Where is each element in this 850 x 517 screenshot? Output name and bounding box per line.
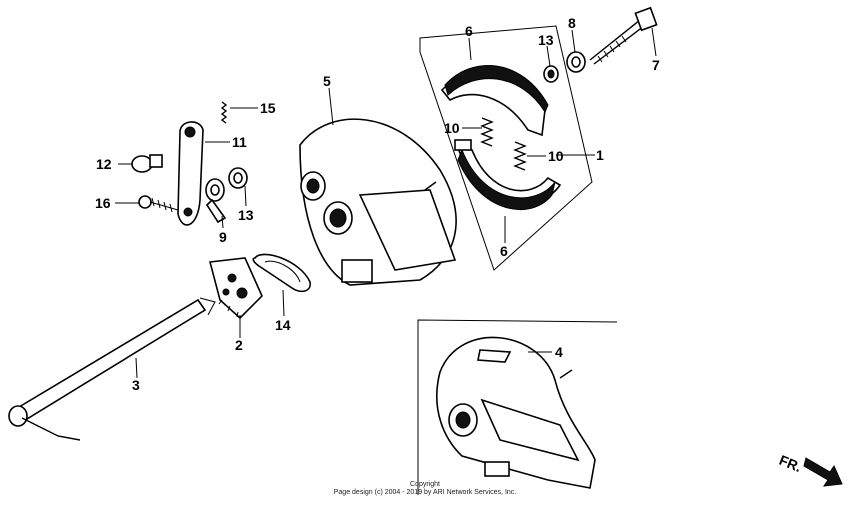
callout-1: 1 [596, 147, 604, 163]
callout-11: 11 [232, 134, 247, 150]
copyright-line-1: Copyright [410, 481, 440, 488]
callout-9: 9 [219, 229, 227, 245]
brake-shoe-lower [454, 139, 562, 210]
washer-13-left [228, 167, 248, 189]
gasket-14 [252, 253, 311, 293]
callout-7: 7 [652, 57, 660, 73]
bolt-16 [138, 195, 179, 213]
callout-3: 3 [132, 377, 140, 393]
inset-box [417, 319, 618, 495]
shoe-spring-left [480, 117, 494, 147]
callout-4: 4 [555, 344, 563, 360]
callout-2: 2 [235, 337, 243, 353]
callout-16: 16 [95, 195, 111, 211]
axle-3 [8, 297, 216, 441]
callout-6-upper: 6 [465, 23, 473, 39]
callout-5: 5 [323, 73, 331, 89]
copyright-line-2: Page design (c) 2004 - 2019 by ARI Netwo… [333, 489, 517, 496]
callout-13-top: 13 [538, 32, 554, 48]
front-marker-label: FR. [777, 452, 804, 475]
callout-12: 12 [96, 156, 112, 172]
brake-cam-7 [589, 6, 658, 65]
callout-13-left: 13 [238, 207, 254, 223]
callout-14: 14 [275, 317, 291, 333]
callout-10-right: 10 [548, 148, 564, 164]
brake-panel-5 [299, 118, 457, 286]
front-direction-arrow [803, 457, 843, 487]
callout-15: 15 [260, 100, 276, 116]
callout-8: 8 [568, 15, 576, 31]
indicator-plate-2 [208, 257, 263, 320]
shoe-group-outline [419, 25, 593, 271]
washer-top [543, 65, 559, 83]
pin-12 [131, 154, 163, 173]
shoe-spring-right [513, 141, 527, 171]
callout-6-lower: 6 [500, 243, 508, 259]
spring-15 [220, 101, 228, 124]
washer-8 [566, 51, 586, 73]
callout-10-left: 10 [444, 120, 460, 136]
brake-panel-4 [436, 336, 596, 489]
brake-arm-11 [177, 121, 204, 226]
brake-shoe-upper [440, 65, 549, 137]
plate-9 [205, 178, 227, 224]
